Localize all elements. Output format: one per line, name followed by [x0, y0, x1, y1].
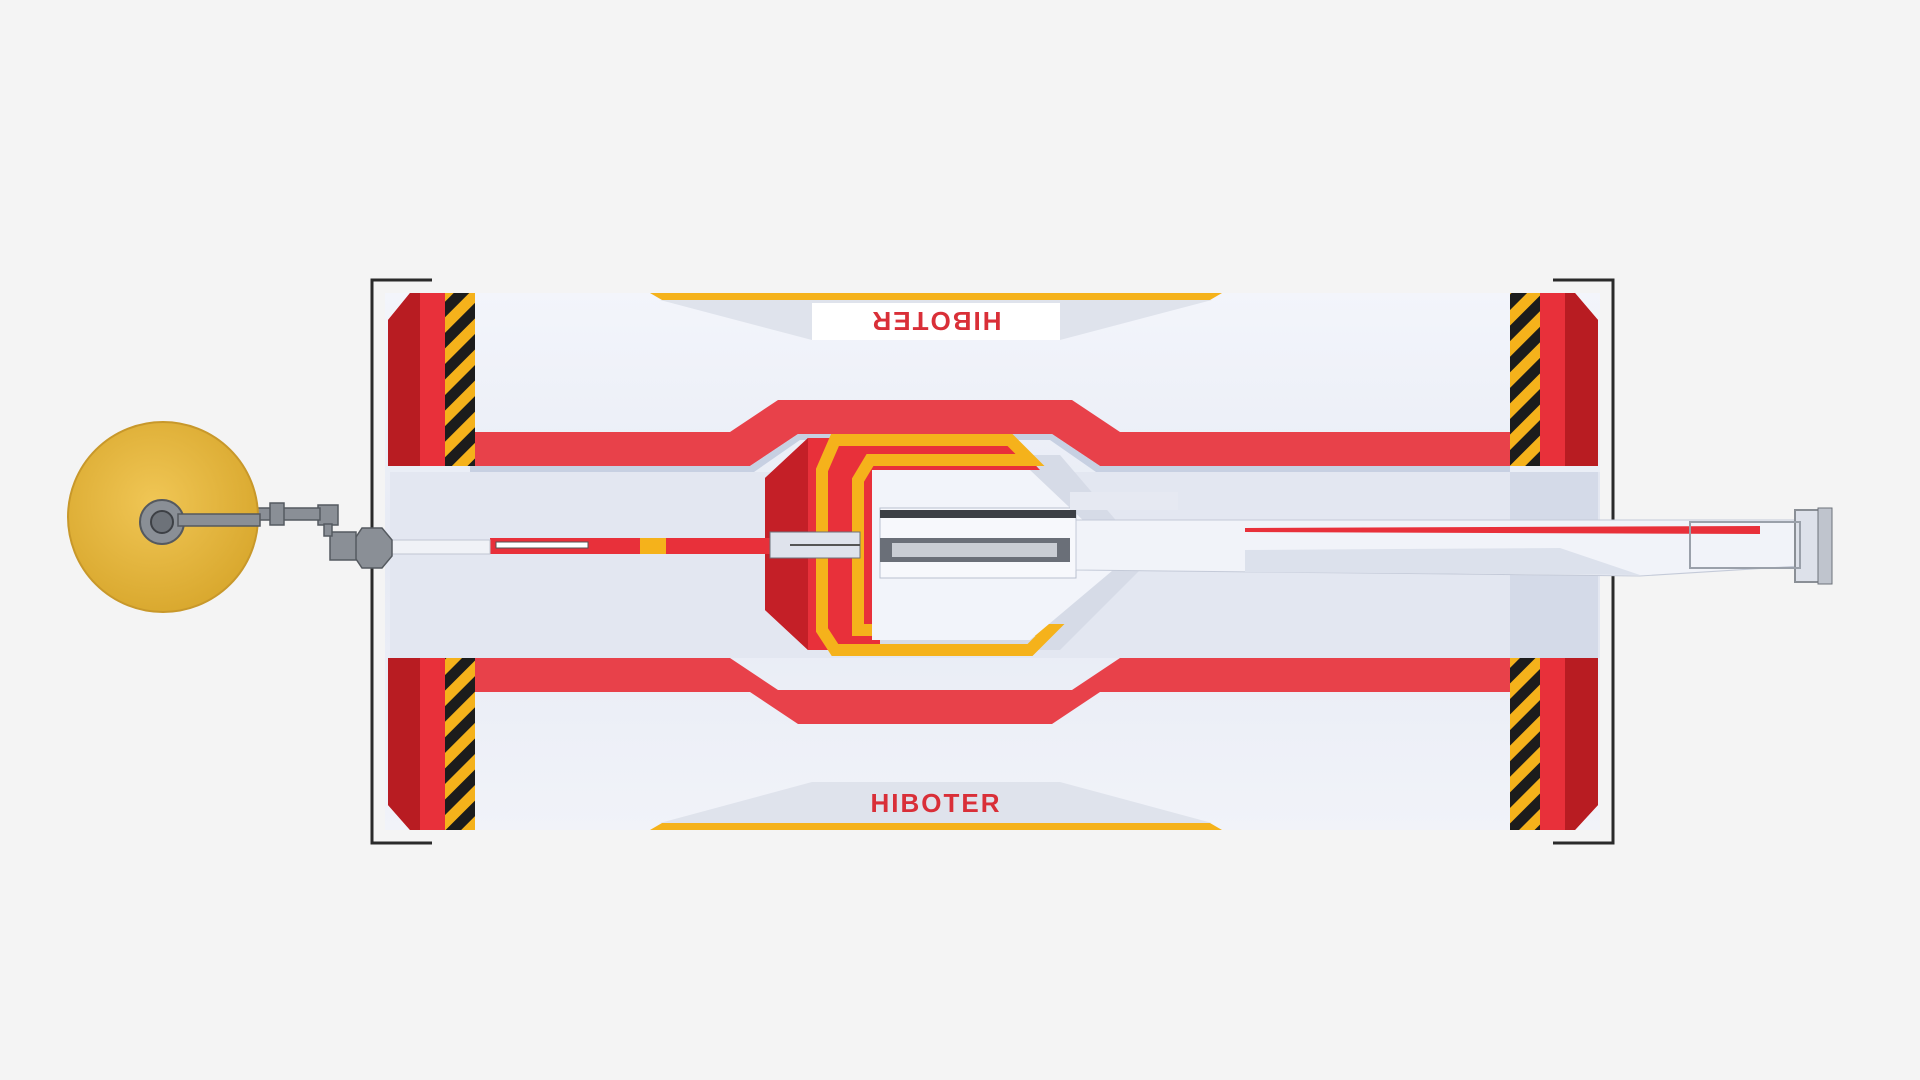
bumper-top-left-dark [388, 293, 420, 466]
boom-side-plate [1689, 521, 1801, 569]
bottom-brand-panel [660, 782, 1212, 823]
hazard-top-left [445, 293, 475, 466]
boom-housing-cap [1070, 492, 1178, 510]
boom-housing-slot [880, 510, 1076, 518]
bumper-bottom-right-dark [1565, 658, 1598, 830]
boom-end-pin [1817, 507, 1833, 585]
upper-red-stripe-shadow [470, 434, 1510, 472]
bumper-bottom-left-dark [388, 658, 420, 830]
bumper-top-right-dark [1565, 293, 1598, 466]
front-link [389, 539, 491, 555]
stick-arm-yellow [640, 538, 666, 554]
lower-red-stripe [470, 658, 1510, 724]
hazard-top-right [1510, 293, 1540, 466]
brand-label-top: HIBOTER [871, 306, 1002, 336]
boom-lower-face [1245, 548, 1640, 575]
hazard-bottom-right [1510, 658, 1540, 830]
magnet-coupling [254, 502, 393, 569]
magnet-hub-inner [150, 510, 174, 534]
turret-housing-red [765, 438, 1040, 650]
boom-cylinder-rod [892, 543, 1057, 557]
brand-label-bottom: HIBOTER [871, 788, 1002, 818]
boom-red-stripe [1245, 526, 1760, 534]
top-brand-plate [812, 303, 1060, 340]
bottom-yellow-trim [650, 823, 1222, 830]
magnet-arm [177, 513, 261, 527]
upper-red-stripe [470, 400, 1510, 466]
hazard-bottom-left [445, 658, 475, 830]
stick-cylinder [495, 541, 589, 549]
top-yellow-trim [650, 293, 1222, 300]
